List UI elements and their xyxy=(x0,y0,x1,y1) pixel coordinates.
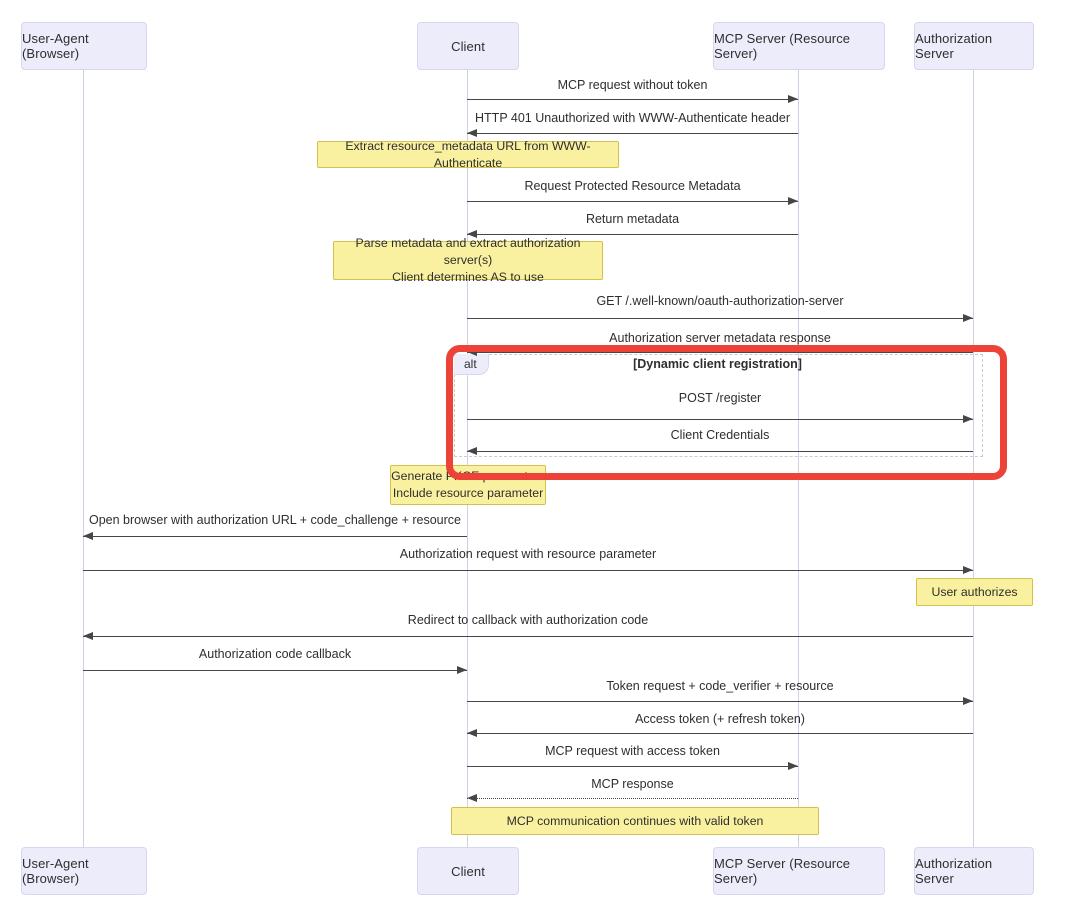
message-label: MCP request without token xyxy=(557,78,708,92)
note: User authorizes xyxy=(916,578,1033,606)
message-label: Client Credentials xyxy=(670,428,770,442)
message-arrowhead xyxy=(83,632,93,640)
actor-label: User-Agent (Browser) xyxy=(22,31,89,61)
alt-fragment-title: [Dynamic client registration] xyxy=(633,357,802,371)
message-line xyxy=(467,419,973,420)
message-arrowhead xyxy=(467,348,477,356)
message-line xyxy=(467,201,798,202)
message-arrowhead xyxy=(467,447,477,455)
message-label: Access token (+ refresh token) xyxy=(635,712,805,726)
lifeline-mcp xyxy=(798,68,799,847)
message-line xyxy=(467,766,798,767)
message-line xyxy=(467,133,798,134)
actor-label: MCP Server (Resource Server) xyxy=(714,31,851,61)
actor-top-as: Authorization Server xyxy=(914,22,1034,70)
message-arrowhead xyxy=(83,532,93,540)
note: MCP communication continues with valid t… xyxy=(451,807,819,835)
message-line xyxy=(467,99,798,100)
actor-bottom-ua: User-Agent (Browser) xyxy=(21,847,147,895)
actor-top-client: Client xyxy=(417,22,519,70)
note-line: Generate PKCE parameters xyxy=(391,469,545,483)
message-label: POST /register xyxy=(678,391,762,405)
message-line xyxy=(467,451,973,452)
actor-label: Authorization Server xyxy=(915,856,993,886)
message-label: Token request + code_verifier + resource xyxy=(606,679,834,693)
message-line xyxy=(467,701,973,702)
actor-bottom-as: Authorization Server xyxy=(914,847,1034,895)
message-line xyxy=(83,570,973,571)
message-arrowhead xyxy=(467,729,477,737)
actor-top-mcp: MCP Server (Resource Server) xyxy=(713,22,885,70)
actor-label: Client xyxy=(451,38,485,54)
lifeline-ua xyxy=(83,68,84,847)
note-line: MCP communication continues with valid t… xyxy=(506,813,764,828)
message-label: MCP request with access token xyxy=(545,744,720,758)
actor-label: Client xyxy=(451,863,485,879)
message-arrowhead xyxy=(467,129,477,137)
note-line: Include resource parameter xyxy=(392,486,544,500)
message-label: Authorization request with resource para… xyxy=(399,547,657,561)
actor-label: User-Agent (Browser) xyxy=(22,856,89,886)
message-arrowhead xyxy=(963,415,973,423)
message-line xyxy=(467,234,798,235)
message-label: Authorization server metadata response xyxy=(609,331,831,345)
message-line xyxy=(467,352,973,353)
message-arrowhead xyxy=(788,95,798,103)
message-arrowhead xyxy=(457,666,467,674)
actor-bottom-client: Client xyxy=(417,847,519,895)
note-line: Parse metadata and extract authorization… xyxy=(355,236,581,267)
message-arrowhead xyxy=(467,794,477,802)
actor-bottom-mcp: MCP Server (Resource Server) xyxy=(713,847,885,895)
note: Parse metadata and extract authorization… xyxy=(333,236,603,284)
message-arrowhead xyxy=(788,762,798,770)
message-label: MCP response xyxy=(591,777,674,791)
actor-top-ua: User-Agent (Browser) xyxy=(21,22,147,70)
note-line: Extract resource_metadata URL from WWW-A… xyxy=(345,138,591,170)
lifeline-as xyxy=(973,68,974,847)
message-label: Redirect to callback with authorization … xyxy=(407,613,649,627)
message-label: HTTP 401 Unauthorized with WWW-Authentic… xyxy=(475,111,790,125)
message-line xyxy=(467,318,973,319)
message-arrowhead xyxy=(963,566,973,574)
message-line xyxy=(467,733,973,734)
alt-fragment-frame xyxy=(454,354,983,457)
message-line xyxy=(83,636,973,637)
note-line: User authorizes xyxy=(931,584,1018,599)
message-label: Open browser with authorization URL + co… xyxy=(89,513,461,527)
message-line xyxy=(83,670,467,671)
note: Extract resource_metadata URL from WWW-A… xyxy=(317,139,619,170)
message-arrowhead xyxy=(963,314,973,322)
message-label: GET /.well-known/oauth-authorization-ser… xyxy=(596,294,844,308)
message-arrowhead xyxy=(467,230,477,238)
lifeline-client xyxy=(467,68,468,847)
message-arrowhead xyxy=(788,197,798,205)
actor-label: MCP Server (Resource Server) xyxy=(714,856,851,886)
message-line xyxy=(83,536,467,537)
message-label: Request Protected Resource Metadata xyxy=(524,179,741,193)
alt-fragment-label: alt xyxy=(454,354,489,375)
message-label: Return metadata xyxy=(585,212,680,226)
message-arrowhead xyxy=(963,697,973,705)
note-line: Client determines AS to use xyxy=(392,270,544,284)
message-label: Authorization code callback xyxy=(198,647,352,661)
message-line xyxy=(467,798,798,799)
actor-label: Authorization Server xyxy=(915,31,993,61)
